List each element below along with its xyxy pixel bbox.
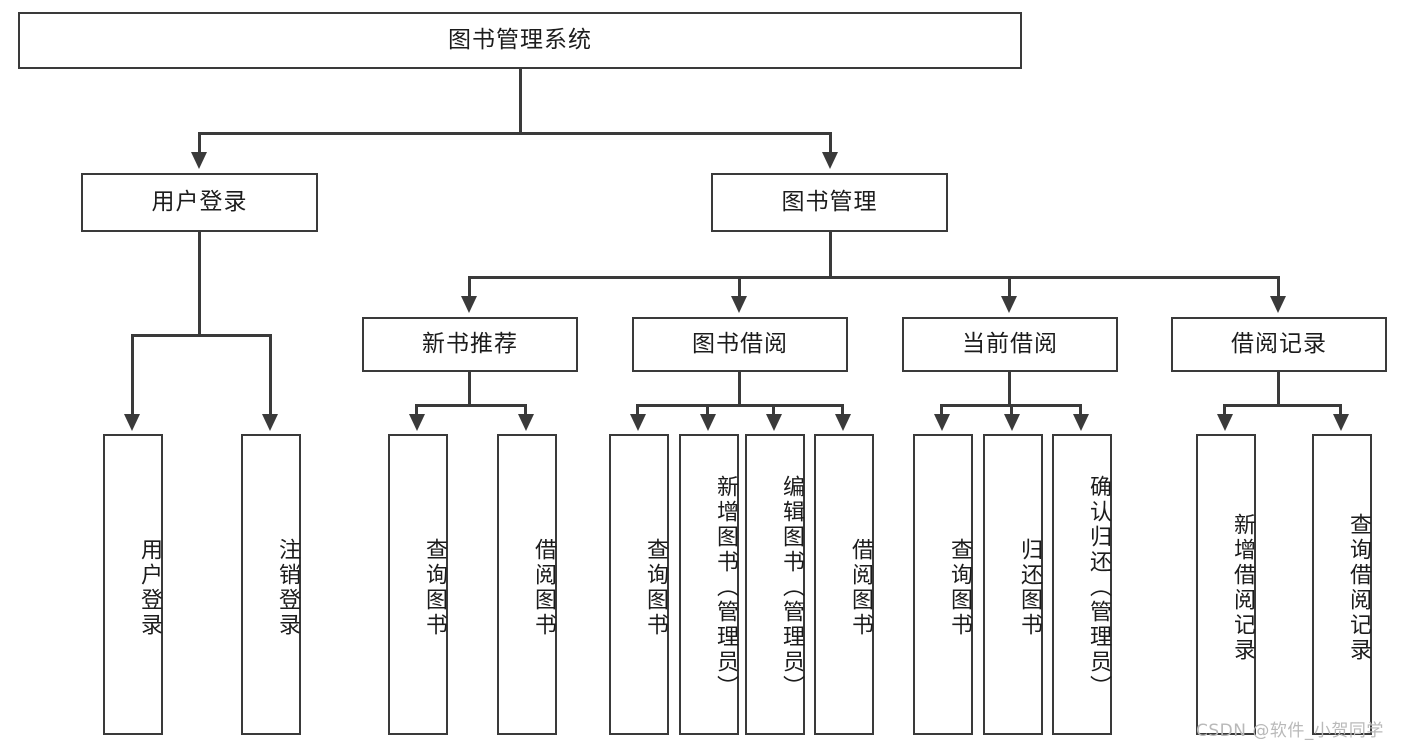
arrow-current-borrow-to-leaf-1 <box>934 414 950 431</box>
arrow-new-book-to-leaf-2 <box>518 414 534 431</box>
arrow-root-to-user-login <box>191 152 207 169</box>
arrow-book-borrow-to-leaf-4 <box>835 414 851 431</box>
leaf-new-book-query[interactable]: 查询图书 <box>388 434 448 735</box>
edge-user-login-stem <box>198 232 201 336</box>
arrow-book-manage-to-current-borrow <box>1001 296 1017 313</box>
arrow-user-login-to-leaf-1 <box>124 414 140 431</box>
leaf-current-borrow-confirm-admin[interactable]: 确认归还（管理员） <box>1052 434 1112 735</box>
node-current-borrow[interactable]: 当前借阅 <box>902 317 1118 372</box>
node-label: 借阅图书 <box>848 537 873 638</box>
node-user-login[interactable]: 用户登录 <box>81 173 318 232</box>
edge-root-to-book-manage <box>829 132 832 156</box>
edge-user-login-to-leaf-2 <box>269 334 272 418</box>
arrow-book-borrow-to-leaf-3 <box>766 414 782 431</box>
edge-root-bus <box>198 132 832 135</box>
node-label: 注销登录 <box>275 537 300 638</box>
edge-new-book-stem <box>468 372 471 406</box>
node-label: 图书借阅 <box>692 330 788 357</box>
edge-borrow-record-bus <box>1223 404 1342 407</box>
node-root-library-system[interactable]: 图书管理系统 <box>18 12 1022 69</box>
edge-book-manage-to-book-borrow <box>738 276 741 300</box>
leaf-book-borrow-edit-admin[interactable]: 编辑图书（管理员） <box>745 434 805 735</box>
node-label: 确认归还（管理员） <box>1086 475 1111 700</box>
node-label: 新书推荐 <box>422 330 518 357</box>
node-label: 编辑图书（管理员） <box>779 475 804 700</box>
edge-current-borrow-to-leaf-1 <box>940 404 943 418</box>
edge-book-borrow-to-leaf-4 <box>841 404 844 418</box>
edge-current-borrow-to-leaf-2 <box>1010 404 1013 418</box>
edge-new-book-bus <box>415 404 527 407</box>
edge-borrow-record-stem <box>1277 372 1280 406</box>
node-label: 新增借阅记录 <box>1230 512 1255 663</box>
leaf-user-login-login[interactable]: 用户登录 <box>103 434 163 735</box>
arrow-current-borrow-to-leaf-3 <box>1073 414 1089 431</box>
edge-book-manage-bus <box>468 276 1280 279</box>
node-label: 查询图书 <box>422 537 447 638</box>
node-label: 借阅记录 <box>1231 330 1327 357</box>
edge-user-login-bus <box>131 334 271 337</box>
arrow-book-manage-to-borrow-record <box>1270 296 1286 313</box>
leaf-current-borrow-return[interactable]: 归还图书 <box>983 434 1043 735</box>
edge-book-manage-to-current-borrow <box>1008 276 1011 300</box>
edge-book-borrow-to-leaf-3 <box>772 404 775 418</box>
node-label: 查询借阅记录 <box>1346 512 1371 663</box>
leaf-user-login-logout[interactable]: 注销登录 <box>241 434 301 735</box>
watermark-text: CSDN @软件_小贺同学 <box>1196 721 1384 741</box>
arrow-borrow-record-to-leaf-1 <box>1217 414 1233 431</box>
arrow-user-login-to-leaf-2 <box>262 414 278 431</box>
edge-root-to-user-login <box>198 132 201 156</box>
edge-new-book-to-leaf-2 <box>524 404 527 418</box>
leaf-book-borrow-query[interactable]: 查询图书 <box>609 434 669 735</box>
edge-book-manage-to-borrow-record <box>1277 276 1280 300</box>
arrow-borrow-record-to-leaf-2 <box>1333 414 1349 431</box>
node-label: 查询图书 <box>947 537 972 638</box>
node-label: 借阅图书 <box>531 537 556 638</box>
node-new-book-recommend[interactable]: 新书推荐 <box>362 317 578 372</box>
node-label: 图书管理 <box>781 188 878 215</box>
node-book-borrow[interactable]: 图书借阅 <box>632 317 848 372</box>
leaf-book-borrow-add-admin[interactable]: 新增图书（管理员） <box>679 434 739 735</box>
edge-user-login-to-leaf-1 <box>131 334 134 418</box>
leaf-book-borrow-borrow[interactable]: 借阅图书 <box>814 434 874 735</box>
edge-book-borrow-stem <box>738 372 741 406</box>
node-label: 图书管理系统 <box>448 26 592 53</box>
node-book-management[interactable]: 图书管理 <box>711 173 948 232</box>
arrow-book-manage-to-new-book <box>461 296 477 313</box>
arrow-new-book-to-leaf-1 <box>409 414 425 431</box>
node-label: 用户登录 <box>137 537 162 638</box>
leaf-borrow-record-add[interactable]: 新增借阅记录 <box>1196 434 1256 735</box>
csdn-watermark: CSDN @软件_小贺同学 <box>1196 716 1384 741</box>
leaf-current-borrow-query[interactable]: 查询图书 <box>913 434 973 735</box>
arrow-book-manage-to-book-borrow <box>731 296 747 313</box>
node-label: 归还图书 <box>1017 537 1042 638</box>
node-label: 查询图书 <box>643 537 668 638</box>
leaf-new-book-borrow[interactable]: 借阅图书 <box>497 434 557 735</box>
edge-book-borrow-to-leaf-2 <box>706 404 709 418</box>
edge-root-stem <box>519 69 522 134</box>
edge-borrow-record-to-leaf-2 <box>1339 404 1342 418</box>
node-borrow-record[interactable]: 借阅记录 <box>1171 317 1387 372</box>
leaf-borrow-record-query[interactable]: 查询借阅记录 <box>1312 434 1372 735</box>
edge-borrow-record-to-leaf-1 <box>1223 404 1226 418</box>
node-label: 当前借阅 <box>962 330 1058 357</box>
node-label: 新增图书（管理员） <box>713 475 738 700</box>
node-label: 用户登录 <box>151 188 248 215</box>
edge-book-borrow-to-leaf-1 <box>636 404 639 418</box>
arrow-book-borrow-to-leaf-2 <box>700 414 716 431</box>
arrow-current-borrow-to-leaf-2 <box>1004 414 1020 431</box>
edge-book-manage-to-new-book <box>468 276 471 300</box>
arrow-book-borrow-to-leaf-1 <box>630 414 646 431</box>
edge-current-borrow-to-leaf-3 <box>1079 404 1082 418</box>
arrow-root-to-book-manage <box>822 152 838 169</box>
edge-book-manage-stem <box>829 232 832 278</box>
edge-book-borrow-bus <box>636 404 844 407</box>
edge-new-book-to-leaf-1 <box>415 404 418 418</box>
edge-current-borrow-stem <box>1008 372 1011 406</box>
